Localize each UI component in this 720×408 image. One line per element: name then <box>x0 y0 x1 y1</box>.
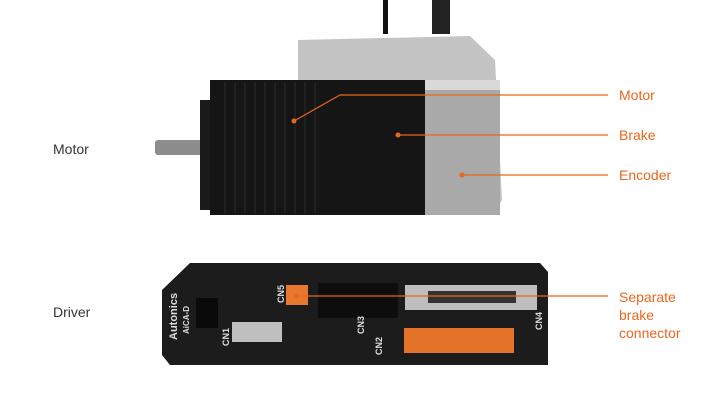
callout-dots <box>291 118 465 299</box>
cn1-label: CN1 <box>221 327 231 346</box>
callout-brake: Brake <box>619 127 656 143</box>
driver-section-label: Driver <box>53 304 91 320</box>
callout-line-1: Separate <box>619 289 676 305</box>
callout-line-3: connector <box>619 325 681 341</box>
callout-encoder: Encoder <box>619 167 672 183</box>
cn2-label: CN2 <box>374 336 384 355</box>
driver-model: AiCA-D <box>182 306 191 334</box>
cn3-label: CN3 <box>356 315 366 334</box>
cn1-connector <box>232 322 282 342</box>
callout-separate-brake-connector: Separate brake connector <box>619 288 680 342</box>
cn4-label: CN4 <box>534 311 544 330</box>
motor-body <box>210 80 425 215</box>
callout-motor: Motor <box>619 87 655 103</box>
cn3-connector <box>318 283 398 318</box>
callout-lines <box>293 94 608 297</box>
motor-section-label: Motor <box>53 141 89 157</box>
cn5-label: CN5 <box>276 284 286 303</box>
encoder-housing <box>298 36 502 215</box>
driver-body <box>162 263 548 365</box>
cn2-connector <box>404 328 514 353</box>
callout-line-2: brake <box>619 307 655 323</box>
motor-cables <box>383 0 450 34</box>
driver-brand: Autonics <box>168 292 180 340</box>
